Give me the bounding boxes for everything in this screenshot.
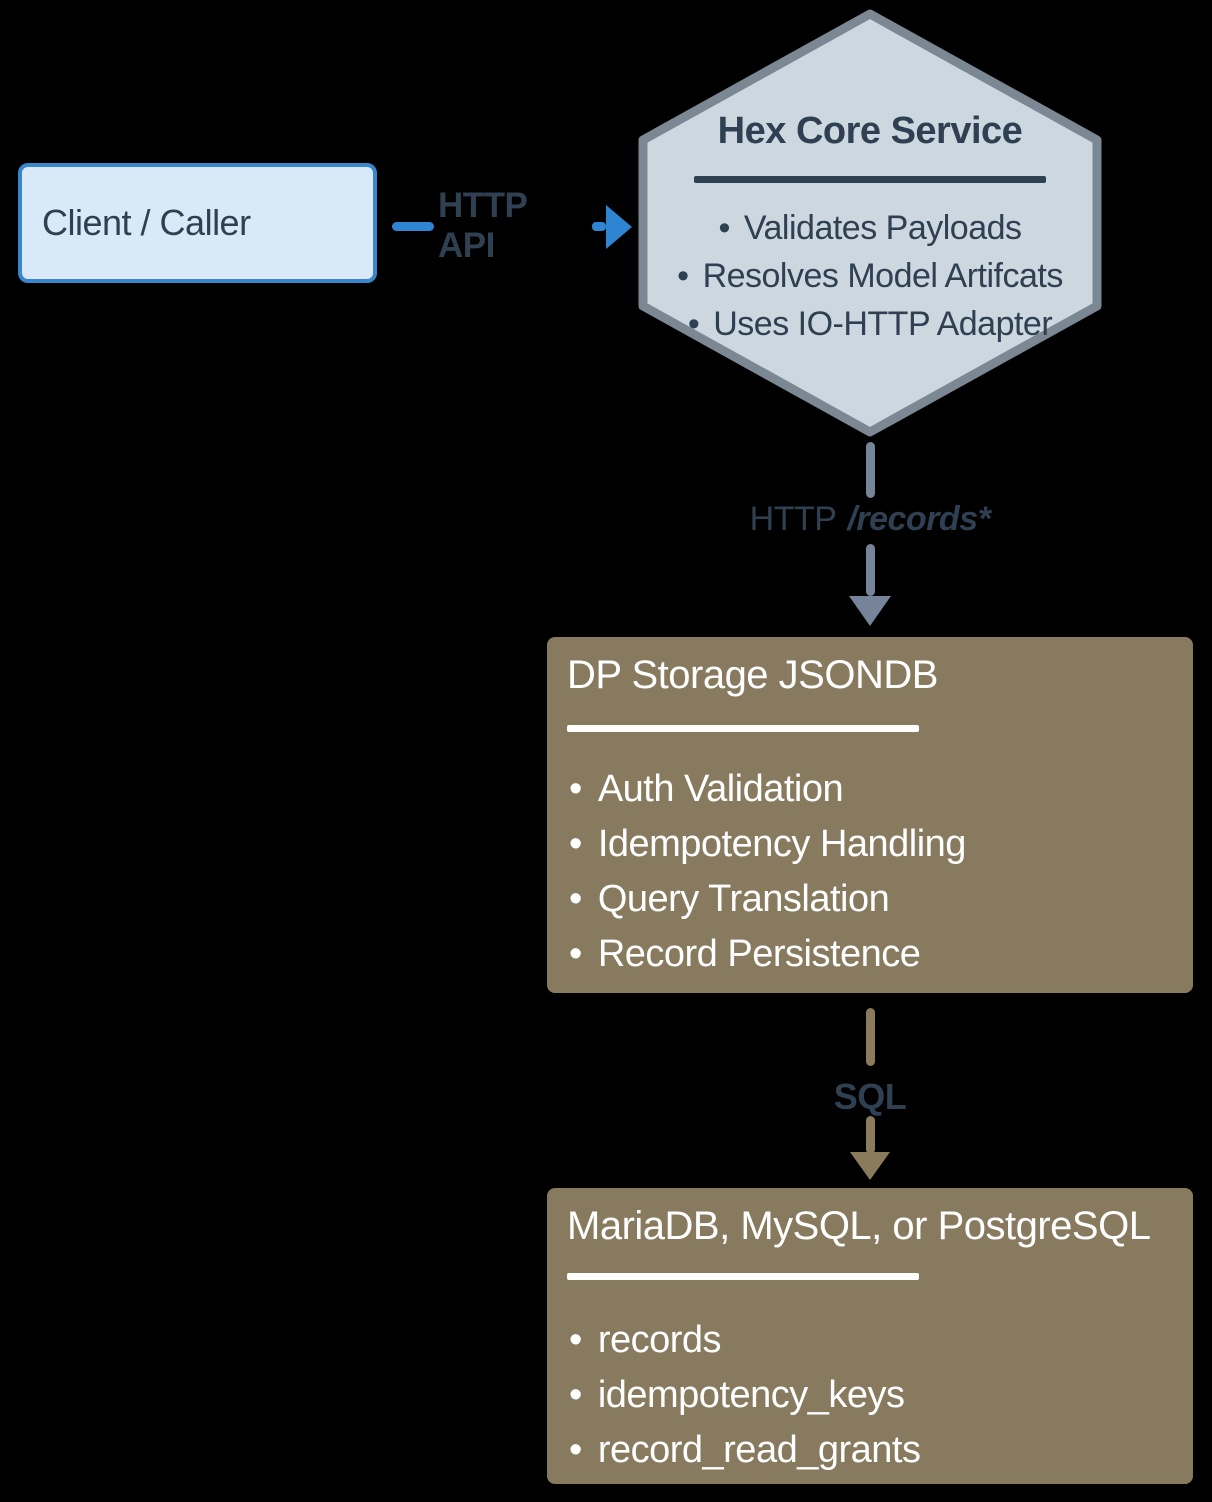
- hex-core-divider: [694, 176, 1046, 183]
- hex-core-bullet: Uses IO-HTTP Adapter: [635, 300, 1105, 348]
- dp-storage-node: DP Storage JSONDB Auth Validation Idempo…: [547, 637, 1193, 993]
- sql-arrow-segment-bottom: [866, 1116, 875, 1154]
- hex-core-title: Hex Core Service: [717, 110, 1023, 152]
- dp-storage-bullet: Query Translation: [569, 872, 966, 927]
- dp-storage-bullet: Idempotency Handling: [569, 817, 967, 872]
- sql-arrow-segment-top: [866, 1008, 875, 1066]
- http-api-arrow-dash: [392, 222, 434, 231]
- database-node: MariaDB, MySQL, or PostgreSQL records id…: [547, 1188, 1193, 1484]
- database-title: MariaDB, MySQL, or PostgreSQL: [567, 1204, 1151, 1248]
- dp-storage-divider: [567, 725, 919, 732]
- database-table-list: records idempotency_keys record_read_gra…: [569, 1313, 921, 1478]
- database-divider: [567, 1273, 919, 1280]
- hex-core-bullet: Validates Payloads: [635, 204, 1105, 252]
- database-table: idempotency_keys: [569, 1368, 920, 1423]
- dp-storage-bullet: Auth Validation: [569, 762, 966, 817]
- database-table: records: [569, 1313, 920, 1368]
- sql-arrow-label: SQL: [833, 1076, 907, 1117]
- http-api-arrow-label: HTTP API: [438, 186, 527, 265]
- hex-core-service-node: Hex Core Service Validates Payloads Reso…: [635, 6, 1105, 440]
- dp-storage-bullet: Record Persistence: [569, 927, 966, 982]
- records-arrow-segment-top: [866, 442, 875, 498]
- records-arrowhead-icon: [849, 596, 891, 626]
- client-caller-node: Client / Caller: [18, 163, 377, 283]
- records-arrow-label-prefix: HTTP: [749, 500, 837, 538]
- http-api-arrowhead-icon: [606, 205, 632, 249]
- dp-storage-bullet-list: Auth Validation Idempotency Handling Que…: [569, 762, 967, 982]
- records-arrow-segment-bottom: [866, 544, 875, 596]
- hex-core-bullet: Resolves Model Artifcats: [635, 252, 1105, 300]
- database-table: record_read_grants: [569, 1423, 921, 1478]
- client-caller-label: Client / Caller: [42, 202, 251, 243]
- records-arrow-label: HTTP/records*: [700, 500, 1040, 539]
- http-api-arrow-stub: [592, 222, 606, 231]
- hex-core-bullet-list: Validates Payloads Resolves Model Artifc…: [635, 204, 1105, 348]
- sql-arrowhead-icon: [850, 1152, 890, 1180]
- records-arrow-label-path: /records*: [847, 500, 991, 538]
- dp-storage-title: DP Storage JSONDB: [567, 653, 938, 697]
